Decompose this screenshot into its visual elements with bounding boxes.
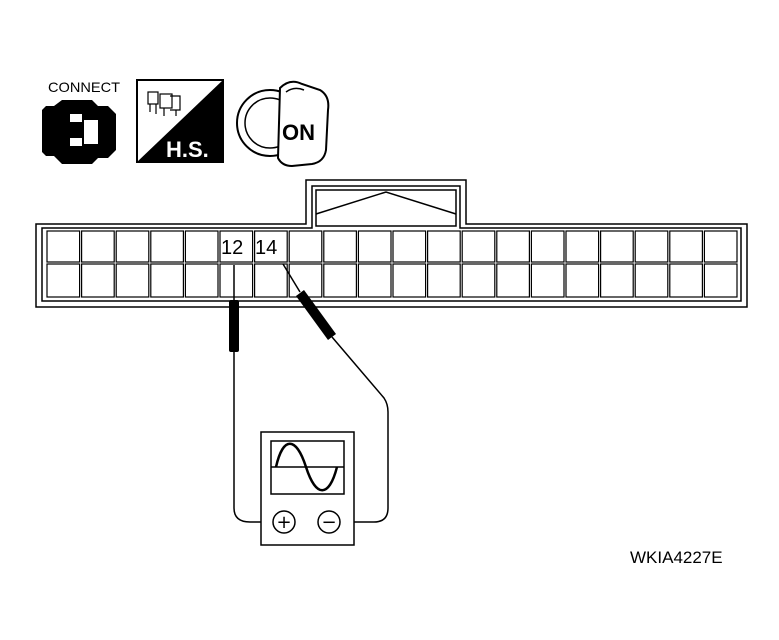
pin-cell xyxy=(530,263,565,298)
pin-cell xyxy=(288,230,323,263)
hs-label: H.S. xyxy=(166,137,209,162)
pin-cell xyxy=(150,263,185,298)
pin-cell xyxy=(634,230,669,263)
pin-cell xyxy=(46,230,81,263)
pin-cell xyxy=(392,263,427,298)
pin-cell xyxy=(461,230,496,263)
pin-cell xyxy=(184,263,219,298)
pin-cell xyxy=(357,230,392,263)
pin-cell xyxy=(392,230,427,263)
negative-terminal: − xyxy=(317,510,341,534)
pin-cell xyxy=(115,230,150,263)
pin-cell xyxy=(115,263,150,298)
hs-icon: H.S. xyxy=(136,79,224,163)
pin-cell xyxy=(599,230,634,263)
ignition-on-label: ON xyxy=(282,120,315,145)
pin-cell xyxy=(461,263,496,298)
pin-label-14: 14 xyxy=(255,237,277,259)
pin-cell xyxy=(323,230,357,263)
pin-cell xyxy=(150,230,185,263)
pin-cell xyxy=(184,230,219,263)
positive-symbol: + xyxy=(276,512,291,533)
positive-terminal: + xyxy=(272,510,296,534)
pin-cell xyxy=(530,230,565,263)
pin-cell xyxy=(669,230,703,263)
pin-cell xyxy=(46,263,81,298)
pin-cell xyxy=(565,263,600,298)
connect-label: CONNECT xyxy=(48,79,120,95)
pin-cell xyxy=(80,263,115,298)
pin-label-12: 12 xyxy=(221,237,243,259)
pin-cell xyxy=(427,263,461,298)
ignition-key-icon: ON xyxy=(236,80,330,168)
sine-waveform-icon xyxy=(274,442,339,492)
negative-probe xyxy=(282,263,389,523)
pin-cell xyxy=(219,230,254,263)
connector-pin-grid xyxy=(46,230,738,298)
connect-icon: CONNECT xyxy=(42,79,120,164)
pin-cell xyxy=(703,263,738,298)
positive-probe xyxy=(229,265,270,523)
pin-cell xyxy=(357,263,392,298)
pin-cell xyxy=(323,263,357,298)
pin-cell xyxy=(634,263,669,298)
pin-cell xyxy=(565,230,600,263)
pin-cell xyxy=(254,263,288,298)
pin-cell xyxy=(496,263,530,298)
pin-cell xyxy=(288,263,323,298)
oscilloscope: + − xyxy=(260,431,355,546)
pin-cell xyxy=(496,230,530,263)
pin-cell xyxy=(254,230,288,263)
connector: 12 14 xyxy=(35,179,748,308)
pin-cell xyxy=(219,263,254,298)
pin-cell xyxy=(669,263,703,298)
negative-symbol: − xyxy=(321,512,336,533)
pin-cell xyxy=(703,230,738,263)
figure-id: WKIA4227E xyxy=(630,548,723,567)
pin-cell xyxy=(427,230,461,263)
pin-cell xyxy=(80,230,115,263)
pin-cell xyxy=(599,263,634,298)
